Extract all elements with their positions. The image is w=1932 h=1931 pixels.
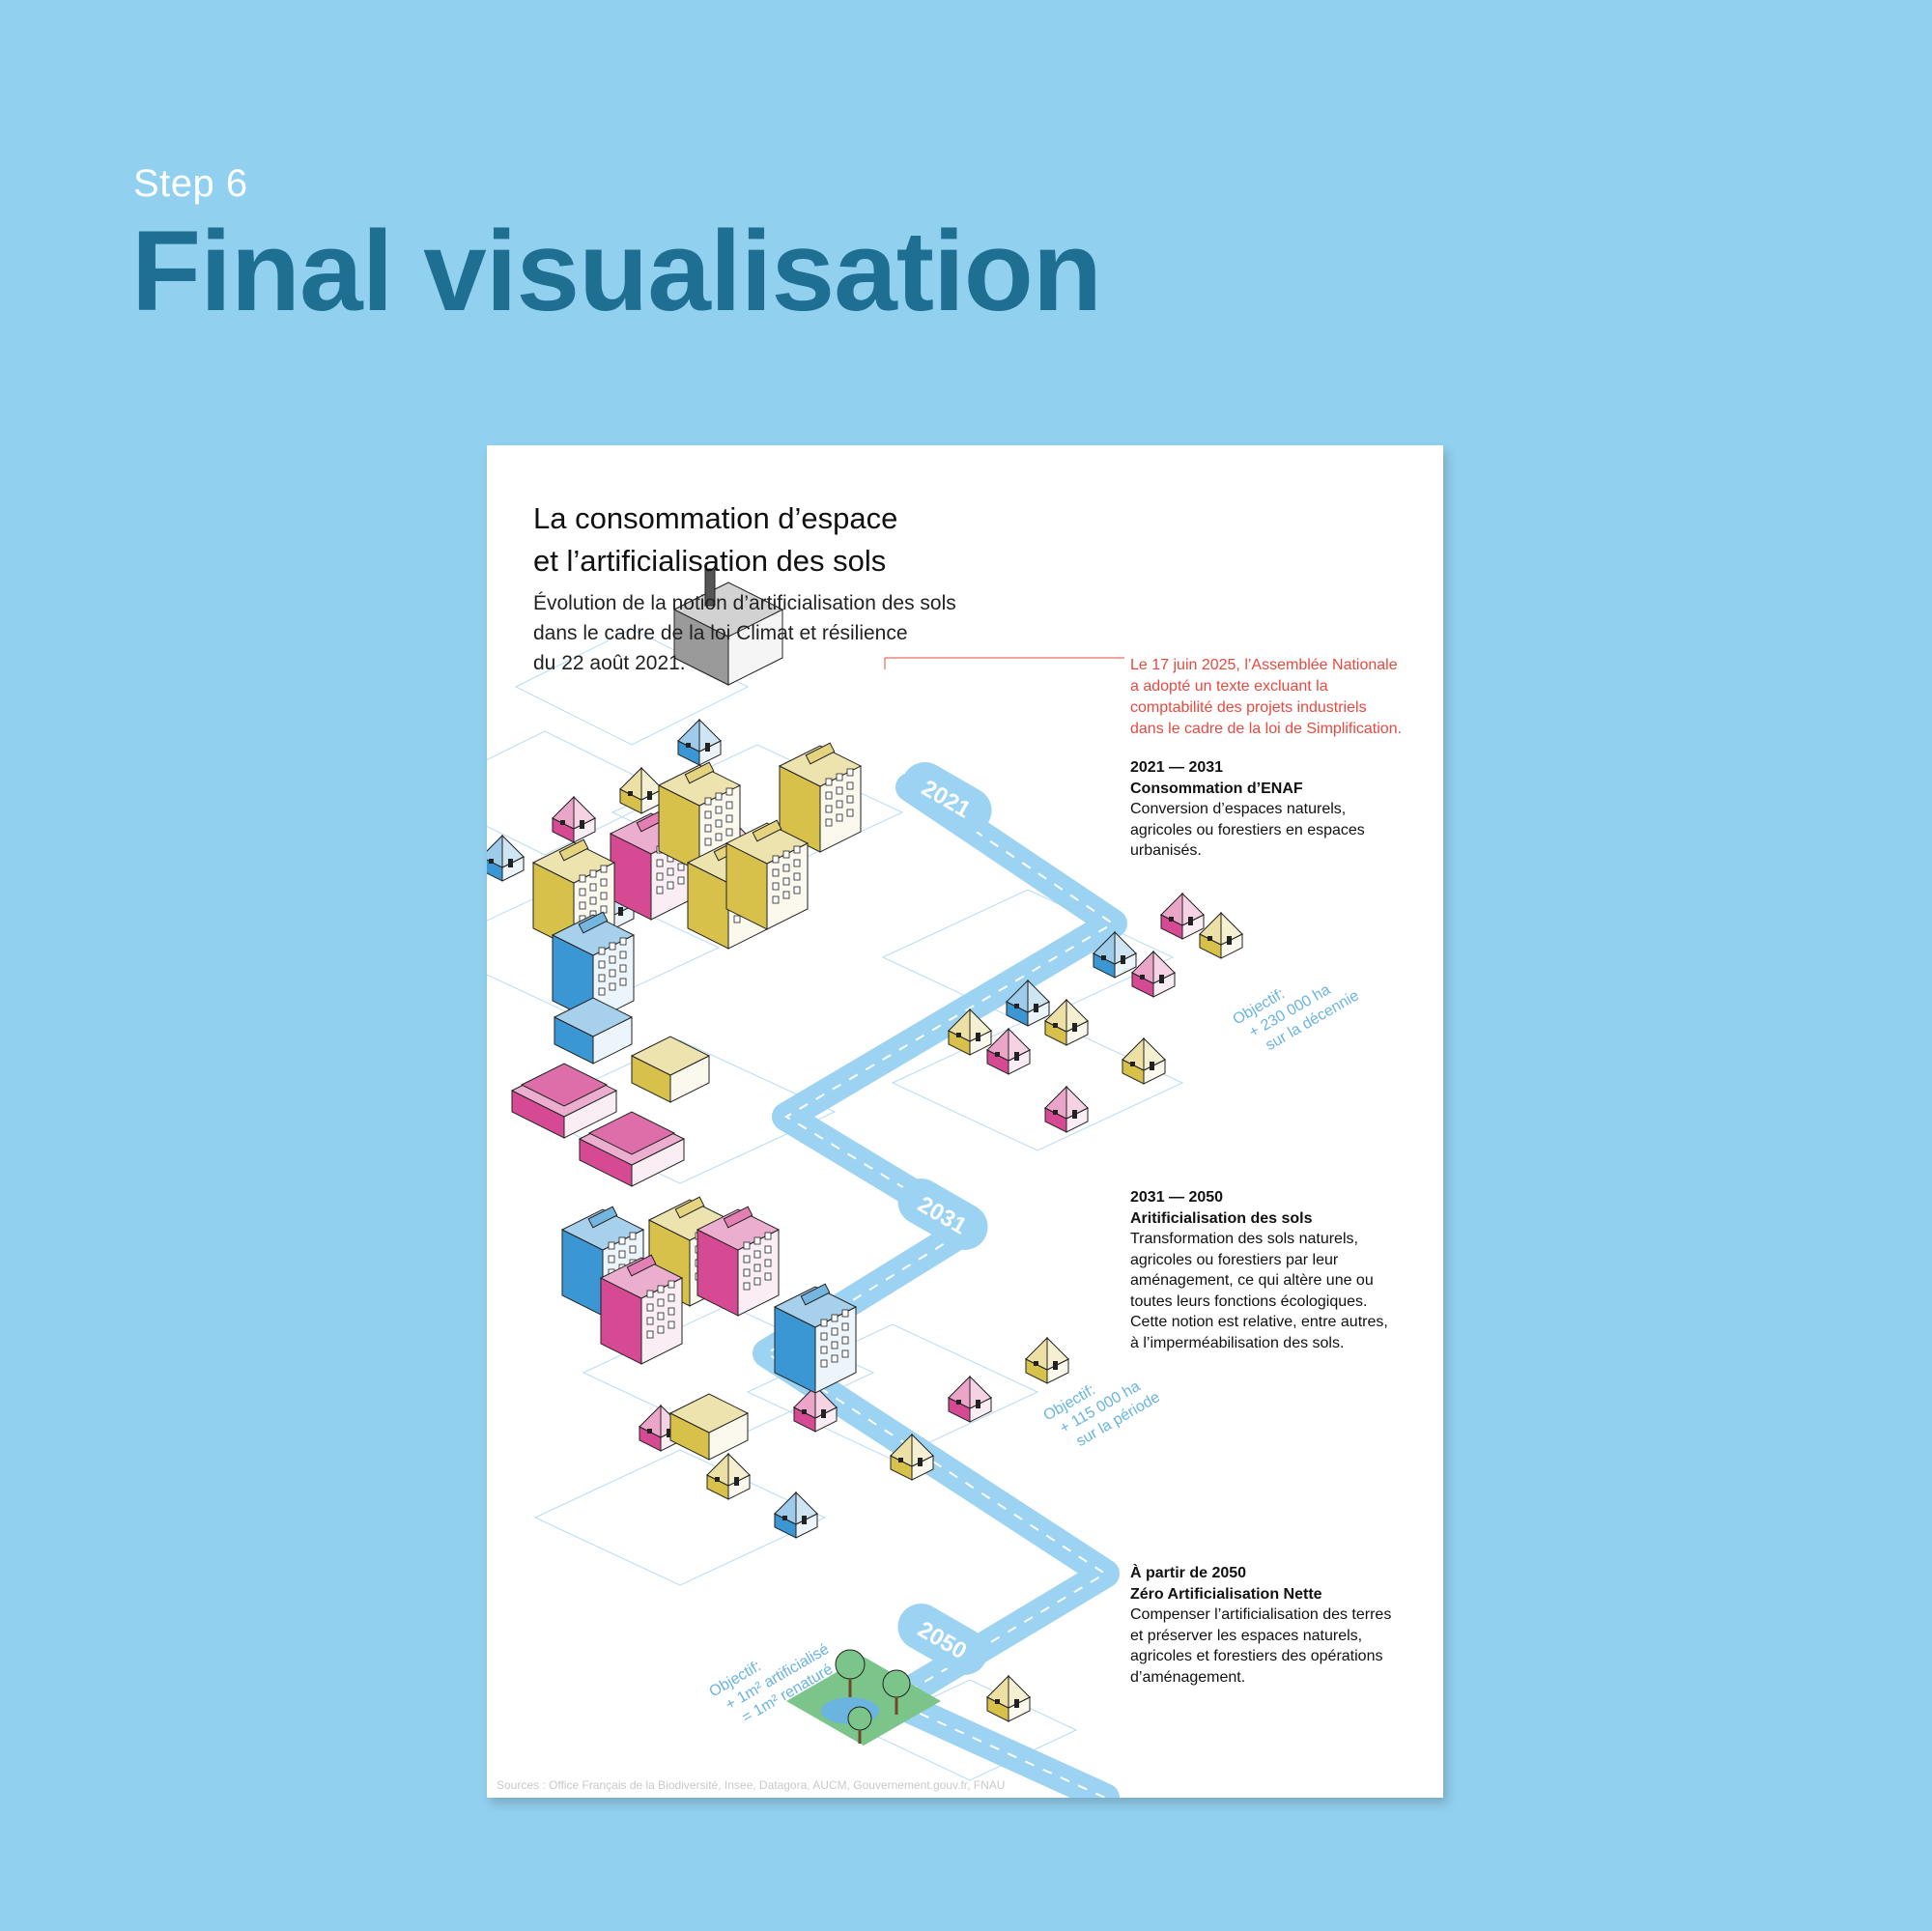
poster-title: La consommation d’espace et l’artificial… xyxy=(533,497,1036,582)
objective-label-2021: Objectif: + 230 000 ha sur la décennie xyxy=(1231,981,1362,1054)
period-dates: 2021 — 2031 xyxy=(1130,759,1224,776)
grid-block xyxy=(487,879,721,1016)
house xyxy=(1043,1085,1090,1133)
red-callout-note: Le 17 juin 2025, l’Assemblée Nationale a… xyxy=(1130,657,1403,737)
grid-block xyxy=(862,1679,1078,1781)
house xyxy=(773,1491,819,1539)
period-name: Aritificialisation des sols xyxy=(1130,1209,1313,1227)
house xyxy=(947,1375,993,1423)
house xyxy=(889,1433,935,1481)
road-dashes xyxy=(765,786,1115,1798)
apartment-building xyxy=(551,911,636,1022)
shop-yellow xyxy=(668,1393,750,1461)
grid-block xyxy=(514,628,750,746)
house xyxy=(1121,1036,1167,1085)
period-dates: 2031 — 2050 xyxy=(1130,1189,1224,1206)
house xyxy=(1198,911,1244,959)
house xyxy=(676,718,723,766)
period-from-2050: À partir de 2050 Zéro Artificialisation … xyxy=(1130,1563,1439,1688)
page-title: Final visualisation xyxy=(131,208,1102,335)
house xyxy=(705,1452,752,1500)
shop xyxy=(578,1111,686,1187)
period-dates: À partir de 2050 xyxy=(1130,1565,1247,1581)
period-2031-2050: 2031 — 2050 Aritificialisation des sols … xyxy=(1130,1187,1439,1353)
poster-subtitle: Évolution de la notion d’artificialisati… xyxy=(533,592,956,674)
apartment-building xyxy=(778,742,863,853)
house xyxy=(1092,930,1138,979)
apartment-building xyxy=(773,1283,858,1394)
sources-note: Sources : Office Français de la Biodiver… xyxy=(497,1778,1006,1792)
factory-body xyxy=(672,582,784,686)
renatured-park xyxy=(786,1649,941,1746)
shop xyxy=(510,1063,618,1139)
period-name: Consommation d’ENAF xyxy=(1130,780,1303,797)
house xyxy=(1043,998,1090,1046)
shop-blue xyxy=(553,997,634,1065)
infographic-poster: 2021 2031 2050 Objectif: + 230 000 ha su… xyxy=(487,445,1443,1798)
house xyxy=(1005,979,1051,1027)
house xyxy=(1024,1336,1070,1384)
house xyxy=(792,1384,838,1433)
shop-yellow xyxy=(630,1036,711,1103)
step-label: Step 6 xyxy=(133,162,248,205)
house xyxy=(1130,950,1177,998)
apartment-building xyxy=(696,1206,781,1317)
house xyxy=(618,766,665,814)
house xyxy=(985,1674,1032,1722)
period-name: Zéro Artificialisation Nette xyxy=(1130,1585,1322,1603)
grid-block xyxy=(533,1449,827,1586)
apartment-building xyxy=(724,819,810,930)
period-2021-2031: 2021 — 2031 Consommation d’ENAF Conversi… xyxy=(1130,757,1439,862)
isometric-illustration: 2021 2031 2050 Objectif: + 230 000 ha su… xyxy=(487,568,1362,1798)
apartment-building xyxy=(599,1254,684,1365)
buildings-layer xyxy=(487,568,1244,1722)
house xyxy=(985,1027,1032,1075)
house xyxy=(551,795,597,843)
factory-chimney xyxy=(704,568,716,607)
house xyxy=(1159,892,1206,940)
house xyxy=(947,1008,993,1056)
poster-title-line: et l’artificialisation des sols xyxy=(533,544,887,578)
house xyxy=(487,834,526,882)
poster-title-line: La consommation d’espace xyxy=(533,501,898,535)
